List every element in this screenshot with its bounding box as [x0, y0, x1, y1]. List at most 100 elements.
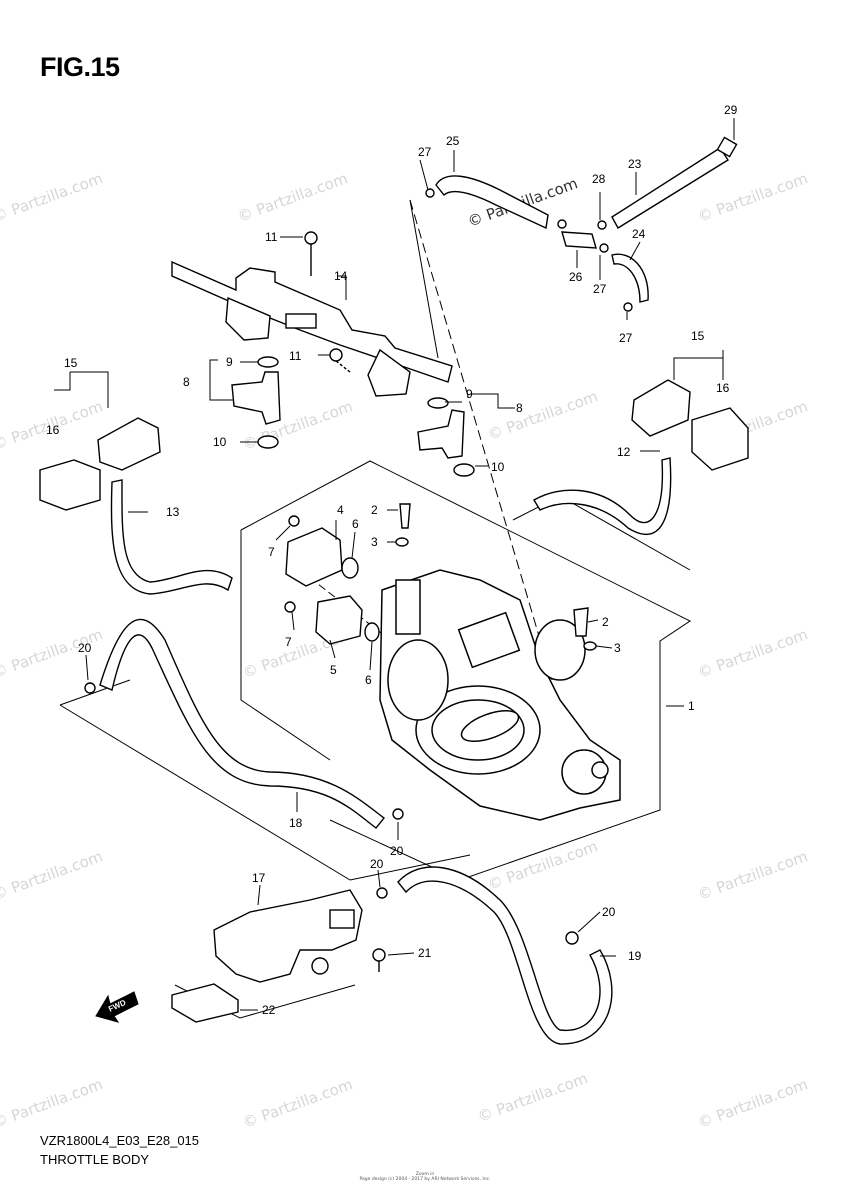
sensor-15 — [631, 379, 691, 437]
watermark: © Partzilla.com — [695, 625, 810, 682]
washer-3 — [583, 641, 597, 651]
callout: 21 — [418, 946, 432, 960]
sensor-15 — [97, 417, 161, 471]
callout: 23 — [628, 157, 642, 171]
throttle-body — [379, 569, 621, 821]
callout: 27 — [619, 331, 633, 345]
screw-2 — [399, 503, 411, 529]
clamp-27 — [599, 243, 609, 253]
watermark: © Partzilla.com — [0, 847, 105, 904]
hose-19 — [397, 866, 613, 1045]
callout: 5 — [330, 663, 337, 677]
callout: 2 — [602, 615, 609, 629]
callout: 8 — [183, 375, 190, 389]
pad-22 — [171, 983, 239, 1023]
callout: 10 — [491, 460, 505, 474]
callout: 7 — [268, 545, 275, 559]
screw-21 — [372, 948, 386, 962]
hose-13 — [110, 479, 233, 595]
watermark: © Partzilla.com — [0, 169, 105, 226]
callout: 12 — [617, 445, 631, 459]
o-ring-9 — [257, 356, 279, 368]
watermark: © Partzilla.com — [240, 1075, 355, 1132]
callout: 9 — [226, 355, 233, 369]
callout: 16 — [46, 423, 60, 437]
callout: 6 — [365, 673, 372, 687]
callout: 20 — [602, 905, 616, 919]
screw-7 — [288, 515, 300, 527]
o-ring-10 — [453, 463, 475, 477]
callout: 24 — [632, 227, 646, 241]
copyright-text: Page design (c) 2004 - 2017 by ARI Netwo… — [359, 1177, 491, 1182]
callout: 20 — [78, 641, 92, 655]
assembly-frame-lines — [59, 199, 691, 1019]
clamp-27 — [557, 219, 567, 229]
clamp-27 — [425, 188, 435, 198]
clamp-20 — [392, 808, 404, 820]
clamp-20 — [84, 682, 96, 694]
sensor-5 — [315, 595, 363, 645]
hose-12 — [533, 457, 672, 535]
sensor-4 — [285, 527, 343, 587]
hose-clamps — [84, 682, 579, 945]
watermark: © Partzilla.com — [475, 1069, 590, 1126]
o-ring-9 — [427, 397, 449, 409]
callout: 14 — [334, 269, 348, 283]
watermark: © Partzilla.com — [695, 169, 810, 226]
throttle-sensors — [284, 503, 597, 651]
hose-18 — [99, 618, 385, 829]
hose-23 — [611, 147, 729, 229]
watermark: © Partzilla.com — [0, 1075, 105, 1132]
isc-valve-17 — [213, 889, 363, 983]
callout: 16 — [716, 381, 730, 395]
injector-set — [231, 356, 475, 477]
injector-8 — [417, 409, 465, 459]
clamp-20 — [565, 931, 579, 945]
copyright-notice: Zoom in Page design (c) 2004 - 2017 by A… — [300, 1172, 550, 1182]
callout: 22 — [262, 1003, 276, 1017]
front-direction-badge: FWD — [95, 991, 139, 1023]
callout: 20 — [390, 844, 404, 858]
callout: 3 — [371, 535, 378, 549]
o-ring-6 — [341, 557, 359, 579]
zoom-link[interactable]: Zoom in — [415, 1172, 435, 1177]
watermark: © Partzilla.com — [695, 847, 810, 904]
clamp-29 — [716, 136, 738, 158]
clamp-28 — [597, 220, 607, 230]
watermark: © Partzilla.com — [235, 169, 350, 226]
callout: 25 — [446, 134, 460, 148]
figure-title: FIG.15 — [40, 52, 120, 82]
callout: 15 — [691, 329, 705, 343]
callout: 10 — [213, 435, 227, 449]
isc-valve-assembly — [171, 889, 386, 1023]
callout: 27 — [593, 282, 607, 296]
callout-labels: 11 14 9 8 11 10 9 8 10 15 16 13 15 16 12… — [46, 103, 738, 1017]
callout-leaders — [54, 118, 735, 1011]
fuel-delivery-pipe — [171, 231, 453, 397]
callout: 3 — [614, 641, 621, 655]
washer-3 — [395, 537, 409, 547]
screw-11 — [329, 348, 343, 362]
callout: 26 — [569, 270, 583, 284]
hose-25 — [435, 175, 549, 230]
callout: 6 — [352, 517, 359, 531]
callout: 8 — [516, 401, 523, 415]
screw-11 — [304, 231, 318, 245]
hose-24 — [611, 253, 649, 303]
diagram-name: THROTTLE BODY — [40, 1152, 150, 1167]
injector-8 — [231, 371, 281, 425]
callout: 19 — [628, 949, 642, 963]
callout: 9 — [466, 387, 473, 401]
cushion-16 — [691, 407, 749, 471]
o-ring-10 — [257, 435, 279, 449]
clamp-20 — [376, 887, 388, 899]
callout: 28 — [592, 172, 606, 186]
breather-hose-set — [425, 136, 738, 312]
callout: 7 — [285, 635, 292, 649]
screw-7 — [284, 601, 296, 613]
diagram-code: VZR1800L4_E03_E28_015 — [40, 1133, 200, 1148]
callout: 11 — [289, 349, 302, 363]
watermark: © Partzilla.com — [485, 387, 600, 444]
callout: 15 — [64, 356, 78, 370]
